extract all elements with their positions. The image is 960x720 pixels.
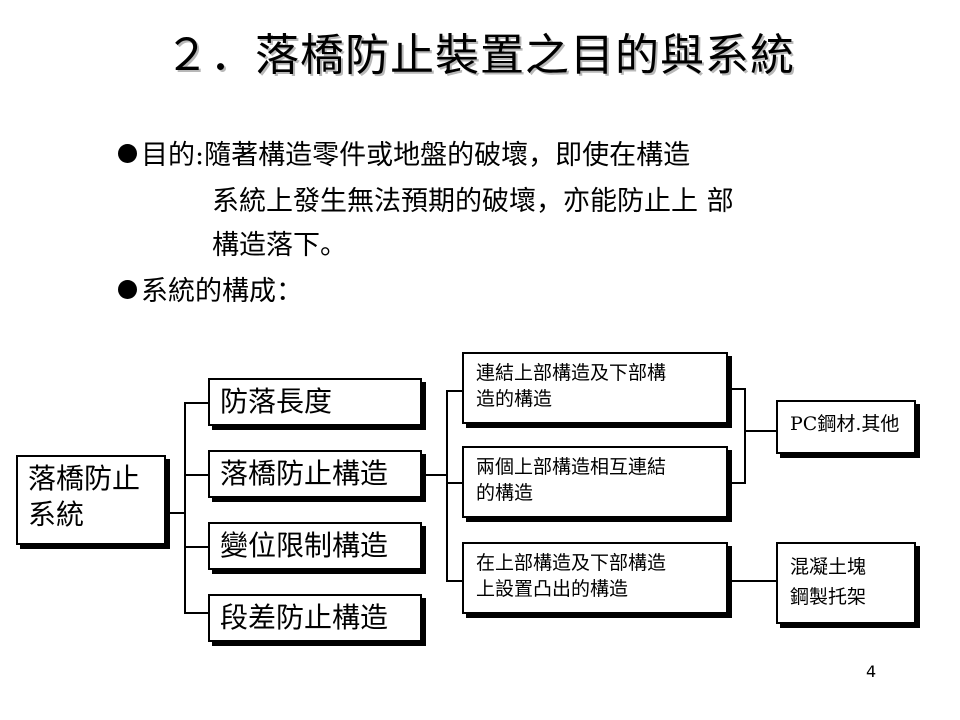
connector-line: [184, 612, 208, 614]
page-number: 4: [866, 662, 877, 681]
connector-line: [744, 388, 746, 484]
material-box-pc-steel: PC鋼材.其他: [776, 400, 916, 454]
structure-box-protrusion: 在上部構造及下部構造 上設置凸出的構造: [462, 542, 728, 614]
purpose-line-2: 系統上發生無法預期的破壞，亦能防止上 部: [212, 186, 734, 217]
branch-box-step-prevention: 段差防止構造: [208, 594, 422, 642]
composition-label: 系統的構成：: [141, 276, 303, 307]
structure-label-1: 連結上部構造及下部構: [476, 362, 667, 384]
connector-line: [732, 580, 776, 582]
material-label-1: 混凝土塊: [790, 556, 867, 578]
structure-label-2: 造的構造: [476, 388, 553, 410]
branch-label: 落橋防止構造: [220, 457, 389, 490]
root-label-1: 落橋防止: [28, 462, 141, 495]
purpose-line-1: 目的:隨著構造零件或地盤的破壞，即使在構造: [118, 138, 690, 174]
root-label-2: 系統: [28, 498, 85, 531]
slide-title: ２．落橋防止裝置之目的與系統: [165, 30, 795, 81]
branch-box-unseating-prevention: 落橋防止構造: [208, 450, 422, 498]
connector-line: [184, 402, 186, 612]
material-label-1: PC鋼材.其他: [790, 413, 900, 435]
structure-label-1: 兩個上部構造相互連結: [476, 456, 667, 478]
structure-label-1: 在上部構造及下部構造: [476, 552, 667, 574]
structure-box-connect-super-sub: 連結上部構造及下部構 造的構造: [462, 352, 728, 424]
branch-box-displacement-restraint: 變位限制構造: [208, 522, 422, 570]
connector-line: [446, 482, 462, 484]
connector-line: [426, 474, 448, 476]
purpose-text-1: 目的:隨著構造零件或地盤的破壞，即使在構造: [141, 140, 691, 171]
branch-label: 段差防止構造: [220, 601, 389, 634]
connector-line: [744, 430, 776, 432]
bullet-icon: [118, 280, 137, 299]
connector-line: [732, 482, 746, 484]
connector-line: [446, 390, 448, 582]
connector-line: [184, 546, 208, 548]
connector-line: [184, 402, 208, 404]
connector-line: [732, 388, 746, 390]
connector-line: [168, 512, 186, 514]
material-box-concrete-bracket: 混凝土塊 鋼製托架: [776, 542, 916, 624]
structure-box-connect-two-super: 兩個上部構造相互連結 的構造: [462, 446, 728, 518]
composition-line: 系統的構成：: [118, 274, 303, 310]
root-box: 落橋防止 系統: [16, 455, 166, 545]
branch-label: 防落長度: [220, 385, 333, 418]
connector-line: [184, 474, 208, 476]
connector-line: [446, 390, 462, 392]
branch-label: 變位限制構造: [220, 529, 389, 562]
structure-label-2: 的構造: [476, 482, 534, 504]
connector-line: [446, 580, 462, 582]
material-label-2: 鋼製托架: [790, 586, 867, 608]
branch-box-fall-length: 防落長度: [208, 378, 422, 426]
bullet-icon: [118, 144, 137, 163]
structure-label-2: 上設置凸出的構造: [476, 578, 629, 600]
purpose-line-3: 構造落下。: [212, 230, 347, 261]
